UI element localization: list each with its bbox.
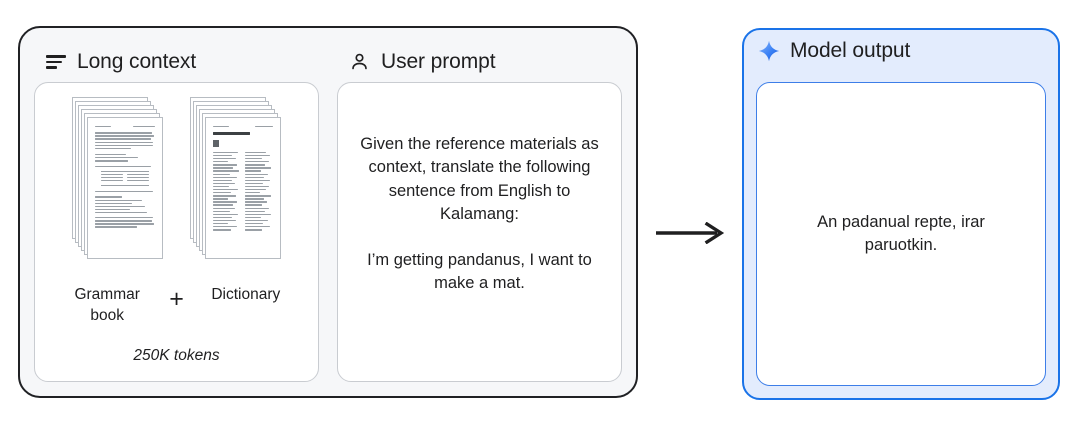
arrow-right-icon <box>655 221 727 245</box>
long-context-card: Grammar book + Dictionary 250K tokens <box>34 82 319 382</box>
lines-icon <box>46 54 66 70</box>
prompt-sentence: I’m getting pandanus, I want to make a m… <box>367 250 592 293</box>
prompt-text: Given the reference materials as context… <box>338 133 621 296</box>
model-output-card: An padanual repte, irar paruotkin. <box>756 82 1046 386</box>
document-stacks <box>35 97 318 287</box>
prompt-instruction: Given the reference materials as context… <box>360 135 599 224</box>
user-prompt-card: Given the reference materials as context… <box>337 82 622 382</box>
long-context-input-panel: Long context <box>18 26 638 398</box>
grammar-page <box>86 117 163 259</box>
user-prompt-column: User prompt Given the reference material… <box>337 42 622 382</box>
user-prompt-title: User prompt <box>381 50 496 73</box>
model-output-title: Model output <box>790 39 911 62</box>
user-prompt-header: User prompt <box>337 42 622 82</box>
long-context-title: Long context <box>77 50 197 73</box>
grammar-book-label: Grammar book <box>74 286 140 324</box>
dictionary-label: Dictionary <box>211 286 281 303</box>
long-context-column: Long context <box>34 42 319 382</box>
model-output-panel: Model output An padanual repte, irar par… <box>742 28 1060 400</box>
sparkle-icon <box>758 40 780 62</box>
document-stack-dictionary <box>189 97 282 272</box>
plus-symbol: + <box>169 285 184 313</box>
dictionary-page <box>204 117 281 259</box>
tokens-count-label: 250K tokens <box>133 347 220 364</box>
document-labels: Grammar book + Dictionary <box>35 285 318 327</box>
user-icon <box>349 51 370 73</box>
model-output-text: An padanual repte, irar paruotkin. <box>817 212 985 254</box>
input-columns: Long context <box>20 28 636 396</box>
model-output-header: Model output <box>744 30 1058 72</box>
long-context-header: Long context <box>34 42 319 82</box>
document-stack-grammar <box>71 97 164 272</box>
